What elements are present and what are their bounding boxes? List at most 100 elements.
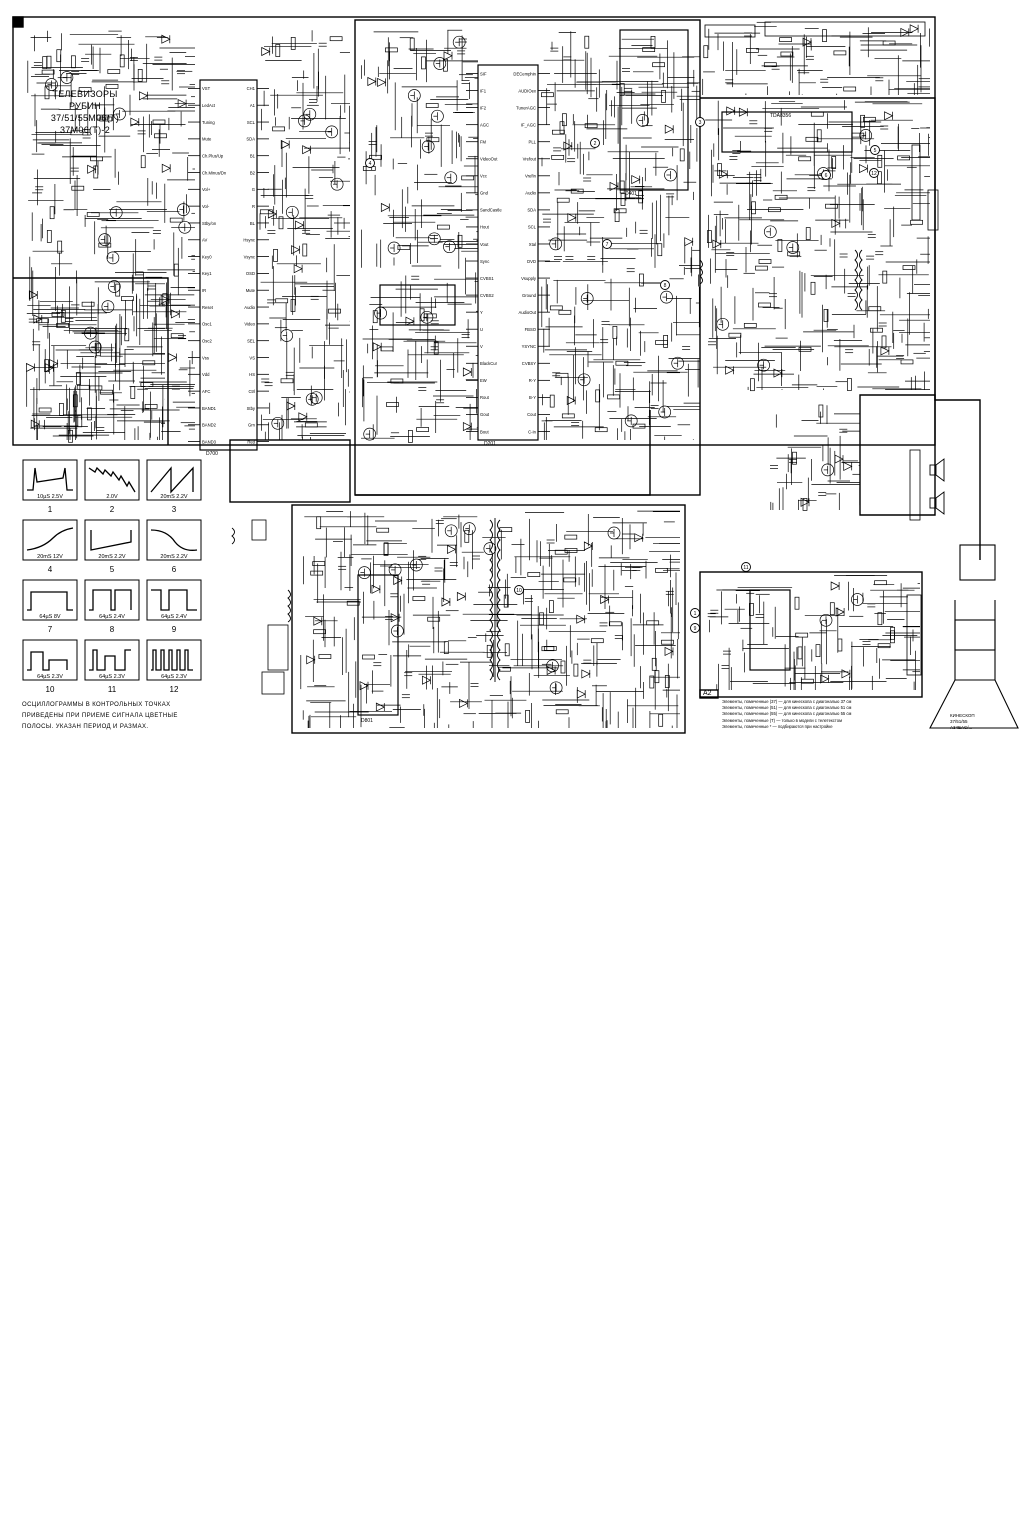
pin-label: Audio: [525, 191, 536, 196]
pin-label: FM: [480, 140, 487, 145]
control-point-marker: 4: [365, 158, 375, 168]
waveform-caption: 64µS 2.4V: [161, 614, 187, 620]
pin-label: Hout: [480, 225, 490, 230]
waveform-caption: 2.0V: [106, 494, 118, 500]
waveform-number: 6: [172, 565, 177, 574]
pin-label: Ground: [522, 293, 537, 298]
control-point-marker: 8: [660, 280, 670, 290]
pin-label: AV: [202, 238, 207, 243]
pin-label: Bout: [480, 429, 489, 434]
waveform-number: 9: [172, 625, 177, 634]
pin-label: SDA: [246, 137, 255, 142]
control-point-number: 12: [871, 171, 877, 177]
waveform-caption: 20mS 12V: [37, 554, 63, 560]
pin-label: C-In: [528, 429, 537, 434]
waveform-caption: 64µS 2.3V: [99, 674, 125, 680]
pin-label: B2: [250, 170, 256, 175]
pin-label: Xtal: [529, 242, 536, 247]
pin-label: IR: [202, 288, 206, 293]
pin-label: Audio: [244, 305, 255, 310]
ic-pin-labels: VSTLedActTuningMuteCh.Plus/UpCh.Minus/Dn…: [202, 71, 537, 444]
note-line: Элементы, помеченные (37) — для кинескоп…: [722, 699, 852, 704]
title-line: 37М06(Т)-2: [59, 125, 110, 135]
pin-label: FBSO: [525, 327, 537, 332]
control-point-number: 10: [516, 588, 522, 594]
pin-label: AudioOut: [519, 310, 537, 315]
control-point-number: 8: [664, 283, 667, 289]
control-point-marker: 12: [869, 168, 879, 178]
waveform-number: 3: [172, 505, 177, 514]
control-point-marker: 11: [741, 562, 751, 572]
pin-label: SIF: [480, 71, 487, 76]
waveform-number: 7: [48, 625, 53, 634]
waveform-footnote: ОСЦИЛЛОГРАММЫ В КОНТРОЛЬНЫХ ТОЧКАХ ПРИВЕ…: [22, 700, 222, 733]
control-point-marker: 1: [690, 608, 700, 618]
control-point-number: 5: [874, 148, 877, 154]
pin-label: SCL: [247, 120, 256, 125]
waveform-caption: 64µS 8V: [39, 614, 61, 620]
pin-label: Osc1: [202, 322, 212, 327]
ic-label-sound: D401: [625, 191, 637, 197]
ic-pins: [188, 73, 550, 442]
waveform-box: 10µS 2.5V1: [22, 459, 78, 514]
waveform-caption: 20mS 2.2V: [98, 554, 126, 560]
waveform-caption: 20mS 2.2V: [160, 554, 188, 560]
pin-label: VS: [249, 355, 255, 360]
pin-label: PLL: [529, 140, 537, 145]
pin-label: U: [480, 327, 483, 332]
pin-label: CH1: [247, 86, 256, 91]
pin-label: Vss: [202, 355, 209, 360]
pin-label: LedAct: [202, 103, 216, 108]
waveform-caption: 20mS 2.2V: [160, 494, 188, 500]
pin-label: Vdd: [202, 372, 210, 377]
pin-label: R: [252, 204, 255, 209]
pin-label: VideoOut: [480, 157, 498, 162]
pin-label: BlackCur: [480, 361, 498, 366]
control-point-marker: 9: [690, 623, 700, 633]
board-label-a2: A2: [703, 690, 712, 697]
control-point-number: 7: [606, 242, 609, 248]
pin-label: CVBS2: [480, 293, 494, 298]
waveform-caption: 64µS 2.3V: [161, 674, 187, 680]
pin-label: BAND2: [202, 423, 217, 428]
board-frames: [12, 16, 981, 734]
pin-label: Osc2: [202, 338, 212, 343]
note-line: Элементы, помеченные (51) — для кинескоп…: [722, 705, 852, 711]
waveform-number: 12: [170, 685, 179, 694]
control-point-marker: 6: [821, 170, 831, 180]
pin-label: G: [252, 187, 255, 192]
pin-label: OSD: [246, 271, 255, 276]
pin-label: Gout: [480, 412, 490, 417]
control-point-number: 3: [699, 120, 702, 126]
pin-label: Vrefout: [523, 157, 537, 162]
waveform-box: 64µS 2.3V 11: [84, 639, 140, 694]
title-line: РУБИН: [69, 101, 101, 111]
control-point-marker: 10: [514, 585, 524, 595]
control-point-number: 6: [825, 173, 828, 179]
control-point-number: 11: [743, 565, 748, 571]
crt-label-line: А34EAC/...: [950, 725, 973, 730]
crt-label: КИНЕСКОП 37/51/55 А34EAC/...: [950, 713, 1010, 731]
waveform-box: 2.0V2: [84, 459, 140, 514]
pin-label: AUDIOex: [518, 88, 537, 93]
pin-label: BL: [250, 221, 256, 226]
pin-label: Reset: [202, 305, 214, 310]
waveform-number: 5: [110, 565, 115, 574]
pin-label: HS: [249, 372, 255, 377]
pin-label: VST: [202, 86, 211, 91]
pin-label: Vsupply: [521, 276, 537, 281]
crt-tube: [929, 544, 1019, 729]
waveform-box: 20mS 2.2V 3: [146, 459, 202, 514]
pin-label: Cout: [527, 412, 537, 417]
pin-label: Hsync: [243, 238, 255, 243]
waveform-number: 11: [108, 685, 117, 694]
pin-label: AGC: [480, 122, 489, 127]
footnote-line: ПОЛОСЫ. УКАЗАН ПЕРИОД И РАЗМАХ.: [22, 724, 149, 730]
control-point-marker: 2: [590, 138, 600, 148]
pin-label: Vout: [480, 242, 489, 247]
pin-label: Vol-: [202, 204, 210, 209]
